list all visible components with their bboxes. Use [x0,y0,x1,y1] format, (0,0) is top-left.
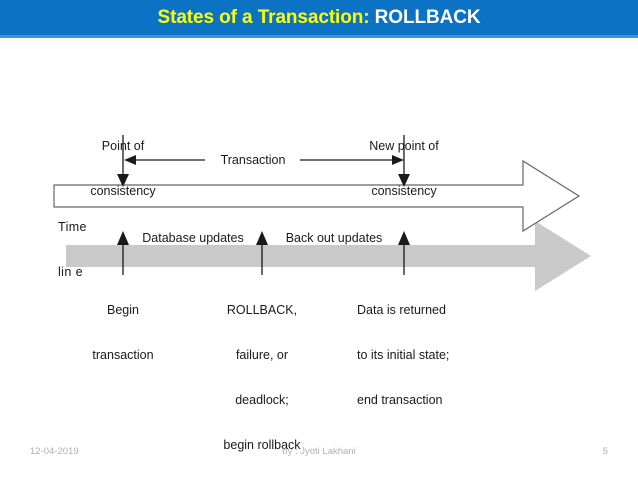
footer-author: by : Jyoti Lakhani [282,446,356,457]
page-title-highlight: States of a Transaction: [157,7,370,28]
slide-title-banner: States of a Transaction: ROLLBACK [0,0,638,35]
page-title: States of a Transaction: ROLLBACK [158,8,481,27]
label-point-of-consistency-line2: consistency [90,184,156,198]
label-rollback-line2: failure, or [235,348,289,362]
transaction-bracket [124,155,404,165]
title-underline [0,35,638,38]
label-begin-transaction: Begin transaction [60,273,186,393]
label-rollback-line3: deadlock; [235,393,289,407]
label-point-of-consistency: Point of consistency [50,109,196,229]
label-begin-transaction-line1: Begin [107,303,139,317]
timeline-arrow [53,159,581,233]
transaction-rollback-diagram: Point of consistency New point of consis… [0,35,638,452]
end-transaction-connector [398,231,410,275]
label-rollback-line4: begin rollback [223,438,301,452]
label-data-returned-line2: to its initial state; [357,348,450,362]
new-point-of-consistency-connector [398,135,410,187]
label-rollback-failure-deadlock: ROLLBACK, failure, or deadlock; begin ro… [199,273,325,483]
page-title-plain: ROLLBACK [369,7,481,28]
label-time-line: Time lin e [58,190,138,310]
label-new-point-of-consistency: New point of consistency [331,109,477,229]
label-new-point-of-consistency-line2: consistency [371,184,437,198]
label-time-line-line1: Time [58,220,87,234]
label-rollback-line1: ROLLBACK, [226,303,298,317]
label-data-returned-line1: Data is returned [357,303,446,317]
label-point-of-consistency-line1: Point of [101,139,145,153]
label-data-returned-line3: end transaction [357,393,443,407]
label-time-line-line2: lin e [58,265,83,279]
slide-footer: 12-04-2019 by : Jyoti Lakhani 5 [0,437,638,478]
footer-date: 12-04-2019 [30,446,79,457]
timeline-arrow-shadow [66,221,591,291]
footer-page-number: 5 [602,446,608,457]
label-begin-transaction-line2: transaction [92,348,154,362]
label-data-returned-end-transaction: Data is returned to its initial state; e… [357,273,497,438]
label-back-out-updates: Back out updates [285,231,383,245]
label-transaction: Transaction [220,153,286,167]
rollback-point-connector [256,231,268,275]
begin-transaction-connector [117,231,129,275]
diagram-vector-artwork [53,135,591,291]
label-database-updates: Database updates [142,231,244,245]
label-new-point-of-consistency-line1: New point of [369,139,439,153]
point-of-consistency-connector [117,135,129,187]
